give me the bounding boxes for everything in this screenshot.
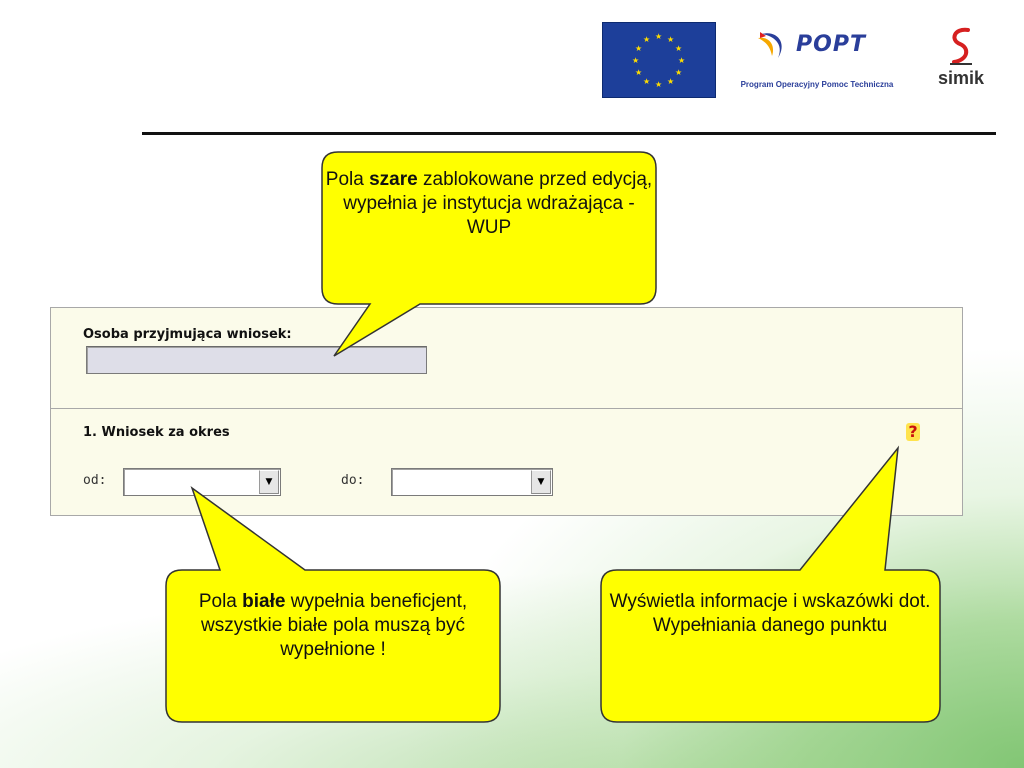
popt-subtitle: Program Operacyjny Pomoc Techniczna (740, 80, 894, 89)
header-divider (142, 132, 996, 135)
simik-logo: simik (930, 26, 992, 96)
od-label: od: (83, 473, 107, 488)
callout-right-text: Wyświetla informacje i wskazówki dot. Wy… (609, 591, 931, 636)
help-icon[interactable]: ? (906, 423, 920, 441)
callout-left-text: Pola białe wypełnia beneficjent, wszystk… (198, 591, 468, 660)
osoba-field-readonly (86, 346, 427, 374)
popt-logo: POPT Program Operacyjny Pomoc Techniczna (722, 24, 912, 94)
logo-bar: ★ ★ ★ ★ ★ ★ ★ ★ ★ ★ ★ ★ POPT Program Ope… (594, 20, 1024, 100)
osoba-label: Osoba przyjmująca wniosek: (83, 327, 292, 342)
popt-mark-icon (758, 32, 782, 58)
form-panel: Osoba przyjmująca wniosek: 1. Wniosek za… (50, 307, 963, 516)
callout-top-text: Pola szare zablokowane przed edycją, wyp… (325, 169, 653, 238)
chevron-down-icon[interactable]: ▼ (259, 470, 279, 494)
simik-text: simik (937, 68, 985, 88)
do-select[interactable]: ▼ (391, 468, 553, 496)
wniosek-section-label: 1. Wniosek za okres (83, 425, 230, 440)
popt-title: POPT (796, 32, 866, 57)
od-select[interactable]: ▼ (123, 468, 281, 496)
simik-mark-icon (950, 27, 972, 65)
section-divider (51, 408, 962, 409)
eu-flag-icon: ★ ★ ★ ★ ★ ★ ★ ★ ★ ★ ★ ★ (602, 22, 716, 98)
chevron-down-icon[interactable]: ▼ (531, 470, 551, 494)
do-label: do: (341, 473, 365, 488)
